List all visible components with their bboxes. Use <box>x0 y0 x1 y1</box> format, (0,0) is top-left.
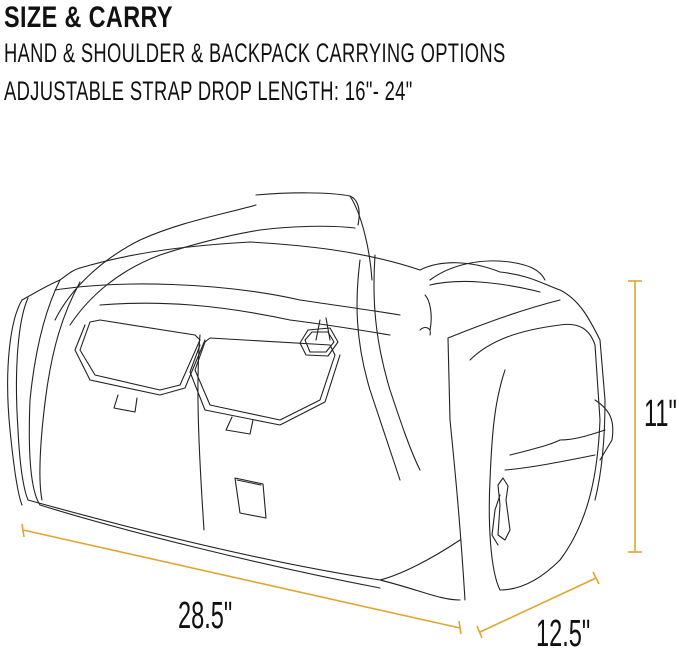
bag-outline <box>7 192 614 601</box>
dimension-lines <box>21 280 642 639</box>
strap-drop-text: ADJUSTABLE STRAP DROP LENGTH: 16"- 24" <box>4 76 413 106</box>
height-label: 11" <box>644 393 677 435</box>
width-dimension-line <box>479 577 597 633</box>
length-dimension-line <box>22 529 461 629</box>
carry-options-text: HAND & SHOULDER & BACKPACK CARRYING OPTI… <box>4 38 506 68</box>
width-label: 12.5" <box>536 613 591 655</box>
length-label: 28.5" <box>178 595 233 637</box>
section-title: SIZE & CARRY <box>4 1 173 34</box>
